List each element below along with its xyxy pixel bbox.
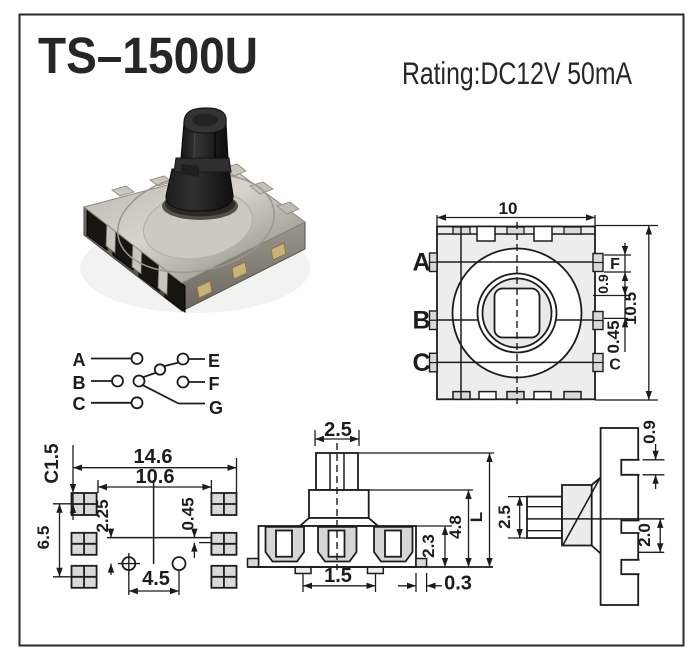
svg-text:0.45: 0.45: [604, 320, 623, 353]
svg-text:A: A: [73, 350, 86, 370]
svg-text:14.6: 14.6: [134, 446, 173, 468]
svg-text:2.3: 2.3: [419, 534, 438, 558]
svg-text:TS–1500U: TS–1500U: [38, 27, 258, 84]
svg-text:2.0: 2.0: [635, 523, 654, 547]
svg-text:2.5: 2.5: [495, 505, 514, 529]
svg-text:10.5: 10.5: [621, 292, 640, 325]
svg-text:C: C: [73, 394, 86, 414]
svg-text:B: B: [73, 373, 86, 393]
svg-text:0.9: 0.9: [640, 420, 659, 444]
svg-text:F: F: [209, 374, 220, 394]
svg-text:A: A: [412, 249, 430, 277]
svg-text:10: 10: [499, 199, 518, 218]
svg-text:6.5: 6.5: [34, 526, 53, 550]
svg-text:G: G: [209, 398, 223, 418]
svg-text:C: C: [412, 349, 430, 377]
svg-text:C: C: [609, 357, 621, 374]
svg-text:E: E: [208, 351, 220, 371]
svg-text:0.3: 0.3: [444, 573, 472, 595]
svg-text:B: B: [412, 307, 430, 335]
svg-text:C1.5: C1.5: [42, 443, 63, 484]
svg-text:2.25: 2.25: [93, 499, 112, 532]
svg-text:4.8: 4.8: [446, 515, 465, 539]
svg-text:4.5: 4.5: [142, 568, 170, 590]
svg-text:Rating:DC12V 50mA: Rating:DC12V 50mA: [402, 55, 632, 91]
svg-text:F: F: [610, 256, 620, 273]
svg-text:L: L: [467, 512, 486, 522]
svg-text:10.6: 10.6: [136, 466, 175, 488]
svg-text:1.5: 1.5: [324, 565, 352, 587]
svg-text:0.9: 0.9: [595, 274, 611, 294]
svg-text:0.45: 0.45: [179, 497, 198, 530]
svg-text:2.5: 2.5: [324, 419, 352, 441]
